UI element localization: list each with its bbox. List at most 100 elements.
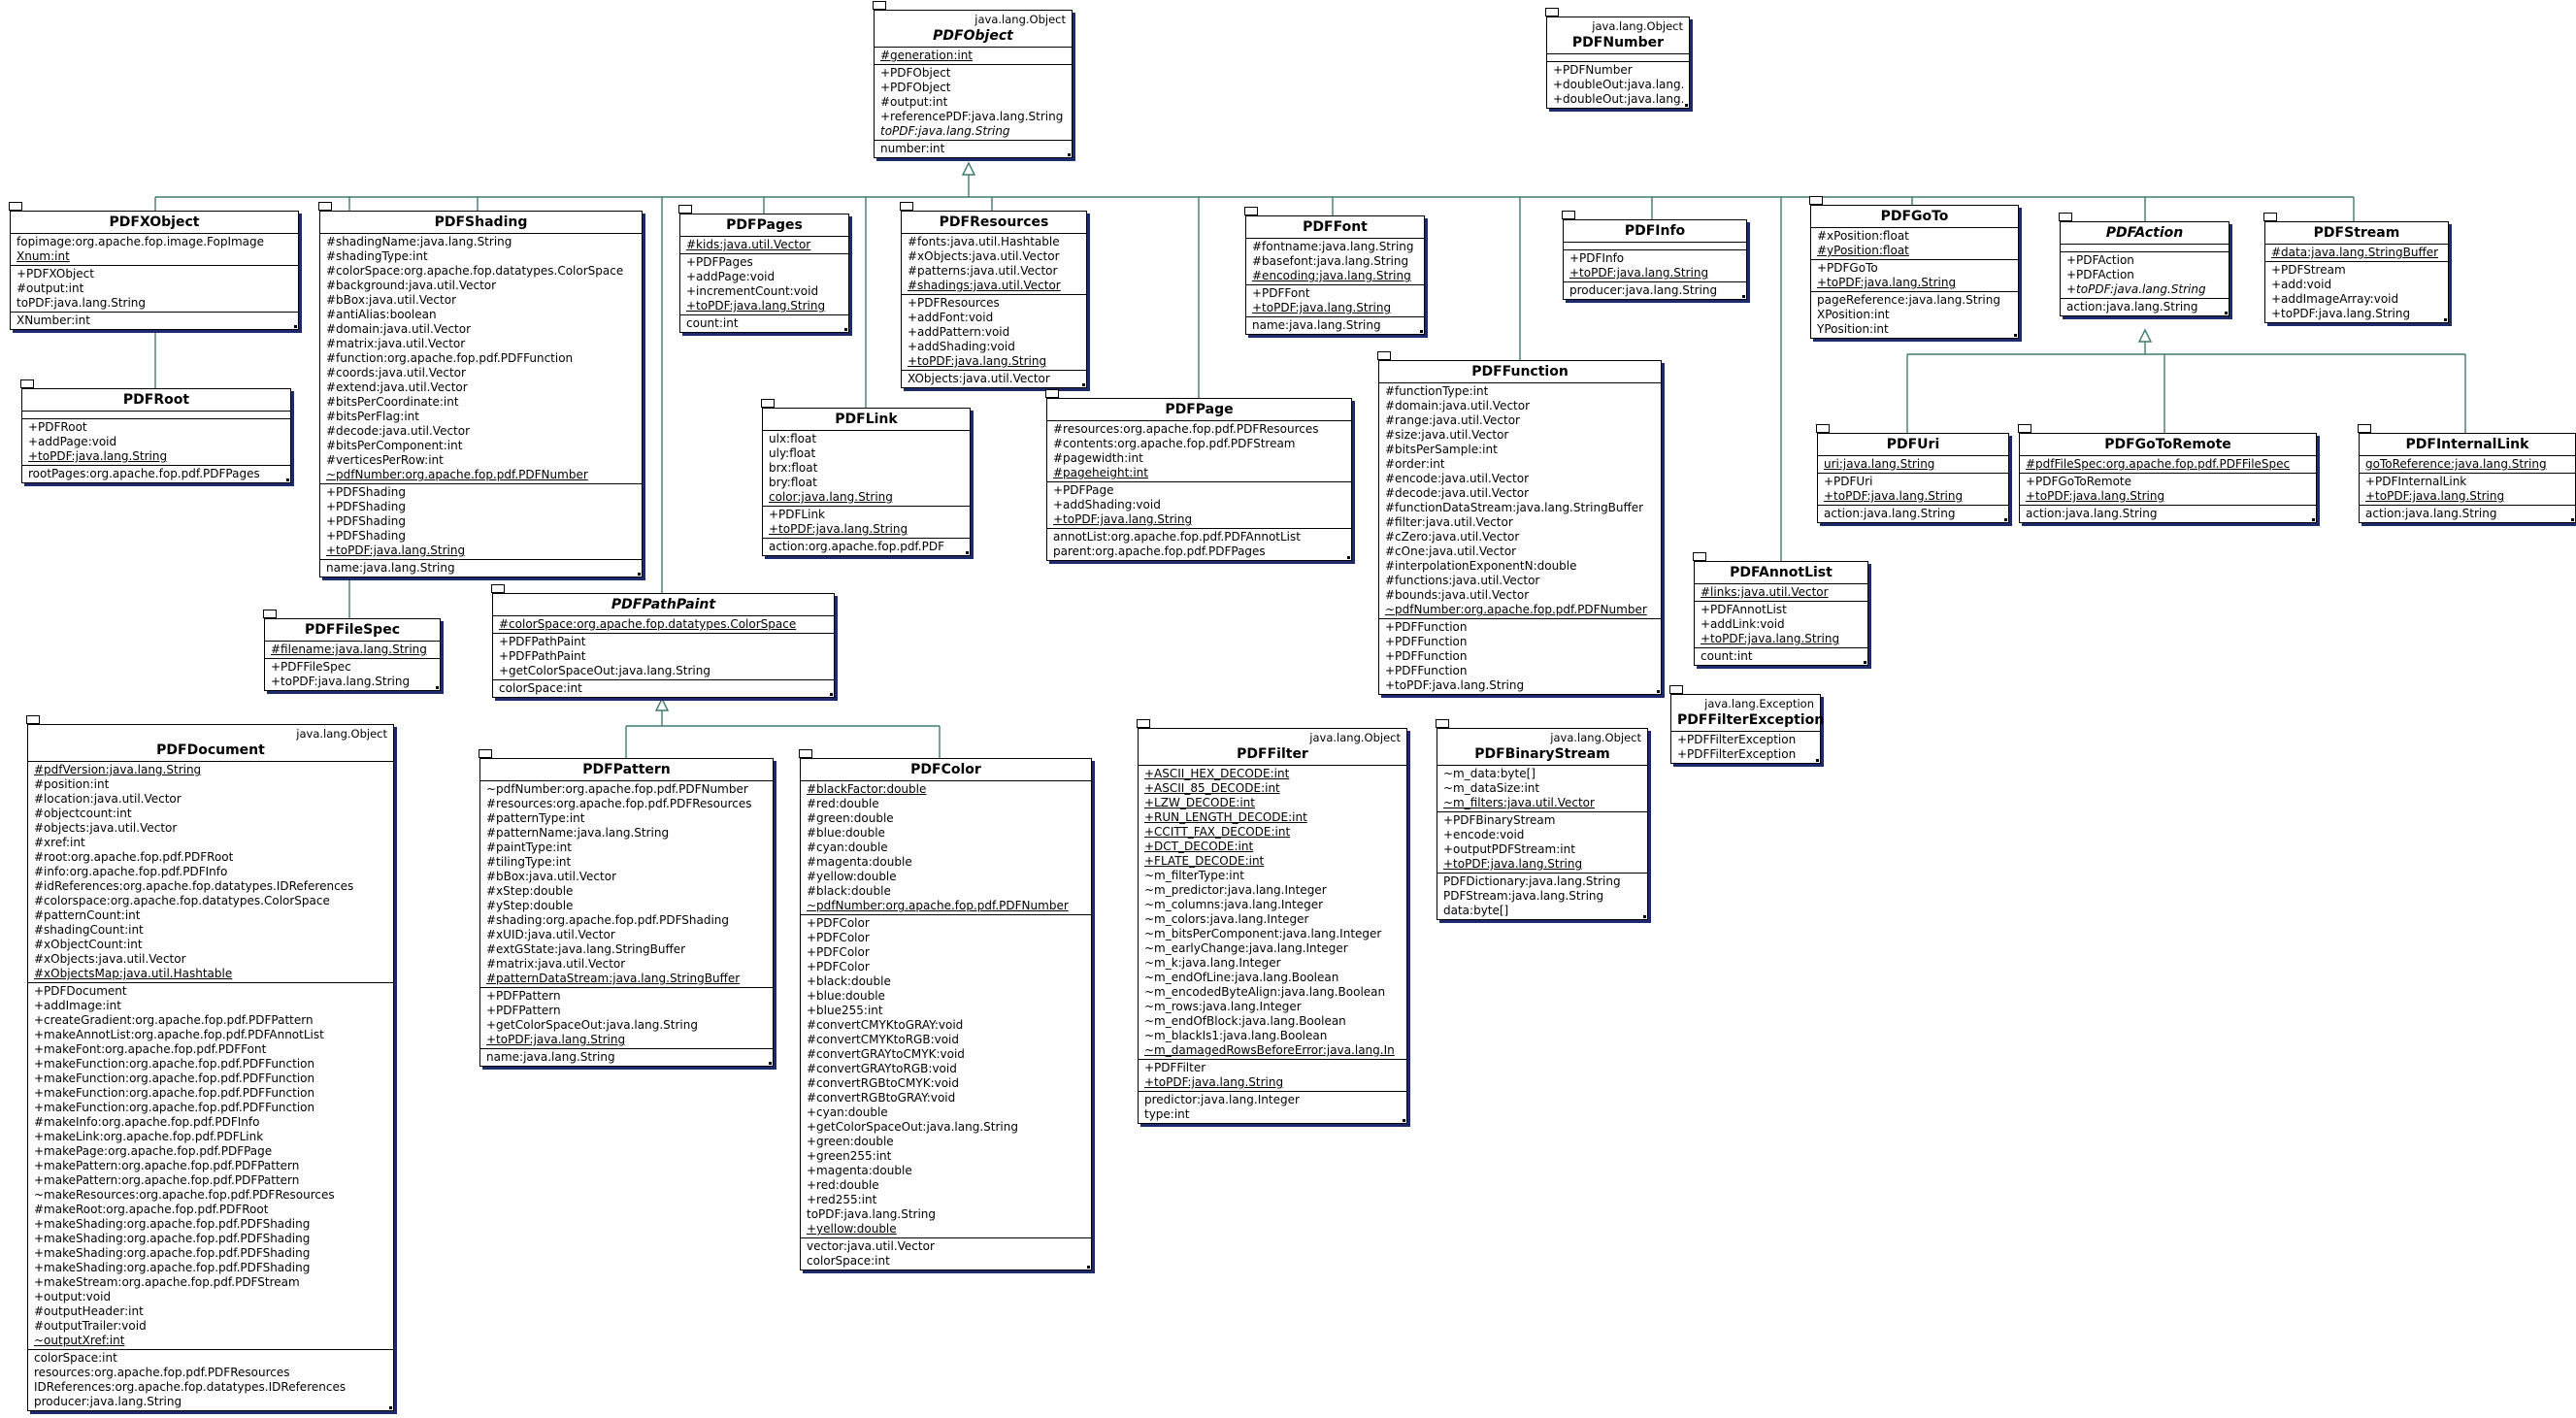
class-member: #fonts:java.util.Hashtable xyxy=(908,235,1060,248)
class-pdfaction[interactable]: PDFAction+PDFAction+PDFAction+toPDF:java… xyxy=(2059,213,2229,316)
class-member: #convertCMYKtoRGB:void xyxy=(807,1033,960,1046)
class-compartment: ~pdfNumber:org.apache.fop.pdf.PDFNumber #… xyxy=(480,780,773,987)
class-member: data:byte[] xyxy=(1443,904,1509,917)
class-member: #shadingType:int xyxy=(326,249,428,263)
class-pdfcolor[interactable]: PDFColor#blackFactor:double#red:double#g… xyxy=(799,749,1092,1270)
class-member: #function:org.apache.fop.pdf.PDFFunction xyxy=(326,351,574,365)
class-member: #xObjectCount:int xyxy=(34,938,143,951)
class-pdfgotoremote[interactable]: PDFGoToRemote#pdfFileSpec:org.apache.fop… xyxy=(2018,424,2317,523)
class-member: +black:double xyxy=(807,974,891,988)
class-pdfstream[interactable]: PDFStream#data:java.lang.StringBuffer+PD… xyxy=(2263,213,2449,323)
class-pdfshading[interactable]: PDFShading#shadingName:java.lang.String#… xyxy=(318,202,643,577)
class-header: PDFRoot xyxy=(22,389,290,411)
class-pdffont[interactable]: PDFFont#fontname:java.lang.String#basefo… xyxy=(1244,207,1425,335)
class-member: #objects:java.util.Vector xyxy=(34,821,178,835)
class-pdfpathpaint[interactable]: PDFPathPaint#colorSpace:org.apache.fop.d… xyxy=(491,584,835,698)
class-compartment: count:int xyxy=(1695,647,1867,665)
class-member: +toPDF:java.lang.String xyxy=(1701,632,1840,645)
class-pdffunction[interactable]: PDFFunction#functionType:int#domain:java… xyxy=(1377,351,1662,695)
class-superclass: java.lang.Exception xyxy=(1704,697,1814,710)
class-pdfannotlist[interactable]: PDFAnnotList#links:java.util.Vector+PDFA… xyxy=(1693,552,1868,666)
class-member: ~m_endOfLine:java.lang.Boolean xyxy=(1144,971,1339,984)
class-member: +toPDF:java.lang.String xyxy=(1569,266,1709,280)
class-tab-icon xyxy=(26,715,40,724)
class-member: bry:float xyxy=(769,476,817,489)
class-member: #xObjects:java.util.Vector xyxy=(34,952,186,966)
class-pdffilespec[interactable]: PDFFileSpec#filename:java.lang.String+PD… xyxy=(263,610,441,691)
class-header: PDFLink xyxy=(763,409,970,430)
class-member: +toPDF:java.lang.String xyxy=(1443,857,1583,871)
class-member: action:org.apache.fop.pdf.PDF xyxy=(769,540,944,553)
class-member: type:int xyxy=(1144,1107,1190,1121)
class-member: XPosition:int xyxy=(1817,308,1890,321)
class-member: vector:java.util.Vector xyxy=(807,1239,935,1253)
class-member: #tilingType:int xyxy=(486,855,572,869)
class-member: #decode:java.util.Vector xyxy=(1385,486,1530,500)
class-member: ~makeResources:org.apache.fop.pdf.PDFRes… xyxy=(34,1188,335,1202)
class-compartment: name:java.lang.String xyxy=(1246,316,1424,334)
class-pdfpages[interactable]: PDFPages#kids:java.util.Vector+PDFPages+… xyxy=(678,205,849,333)
class-member: #output:int xyxy=(880,95,948,109)
resize-corner-icon xyxy=(638,573,641,576)
class-member: +PDFColor xyxy=(807,945,870,959)
class-member: #root:org.apache.fop.pdf.PDFRoot xyxy=(34,850,234,864)
resize-corner-icon xyxy=(2571,518,2574,521)
class-tab-icon xyxy=(2263,213,2277,221)
class-member: #patternCount:int xyxy=(34,908,141,922)
class-pdfresources[interactable]: PDFResources#fonts:java.util.Hashtable#x… xyxy=(900,202,1087,388)
class-member: #convertGRAYtoCMYK:void xyxy=(807,1047,965,1061)
class-member: +addShading:void xyxy=(1053,498,1161,511)
class-pdfpage[interactable]: PDFPage#resources:org.apache.fop.pdf.PDF… xyxy=(1045,389,1352,561)
class-tab-icon xyxy=(263,610,277,618)
class-compartment: +PDFFont+toPDF:java.lang.String xyxy=(1246,284,1424,316)
class-member: +makePattern:org.apache.fop.pdf.PDFPatte… xyxy=(34,1159,300,1172)
class-member: +addLink:void xyxy=(1701,617,1785,631)
class-member: #xPosition:float xyxy=(1817,229,1909,243)
class-member: rootPages:org.apache.fop.pdf.PDFPages xyxy=(28,467,260,480)
class-tab-icon xyxy=(491,584,505,593)
class-member: +PDFFunction xyxy=(1385,649,1468,663)
class-name: PDFPattern xyxy=(582,762,671,777)
class-name: PDFFunction xyxy=(1471,364,1569,379)
class-pdfroot[interactable]: PDFRoot+PDFRoot+addPage:void+toPDF:java.… xyxy=(20,379,291,483)
class-header: PDFInternalLink xyxy=(2360,434,2575,455)
class-tab-icon xyxy=(9,202,22,211)
class-name: PDFLink xyxy=(835,412,898,427)
class-member: #convertRGBtoCMYK:void xyxy=(807,1076,960,1090)
class-member: #contents:org.apache.fop.pdf.PDFStream xyxy=(1053,437,1296,450)
class-member: #magenta:double xyxy=(807,855,912,869)
class-member: +makeLink:org.apache.fop.pdf.PDFLink xyxy=(34,1130,264,1143)
resize-corner-icon xyxy=(966,551,969,554)
resize-corner-icon xyxy=(769,1062,772,1065)
class-name: PDFAnnotList xyxy=(1730,565,1833,580)
class-pdfpattern[interactable]: PDFPattern ~pdfNumber:org.apache.fop.pdf.… xyxy=(479,749,774,1067)
class-tab-icon xyxy=(318,202,332,211)
class-tab-icon xyxy=(1137,719,1150,728)
class-member: +toPDF:java.lang.String xyxy=(1385,678,1525,692)
class-member: ~m_k:java.lang.Integer xyxy=(1144,956,1281,970)
resize-corner-icon xyxy=(2225,312,2228,314)
class-member: +incrementCount:void xyxy=(686,284,819,298)
class-member: ~pdfNumber:org.apache.fop.pdf.PDFNumber xyxy=(486,782,748,796)
class-member: +green:double xyxy=(807,1135,894,1148)
class-member: producer:java.lang.String xyxy=(1569,283,1718,297)
class-compartment: #xPosition:float#yPosition:float xyxy=(1811,227,2018,259)
class-member: +PDFFunction xyxy=(1385,664,1468,677)
class-member: +PDFShading xyxy=(326,485,406,499)
class-member: toPDF:java.lang.String xyxy=(807,1207,937,1221)
class-header: PDFInfo xyxy=(1564,220,1746,242)
class-pdfgoto[interactable]: PDFGoTo#xPosition:float#yPosition:float+… xyxy=(1809,196,2019,339)
class-member: #fontname:java.lang.String xyxy=(1252,240,1414,253)
